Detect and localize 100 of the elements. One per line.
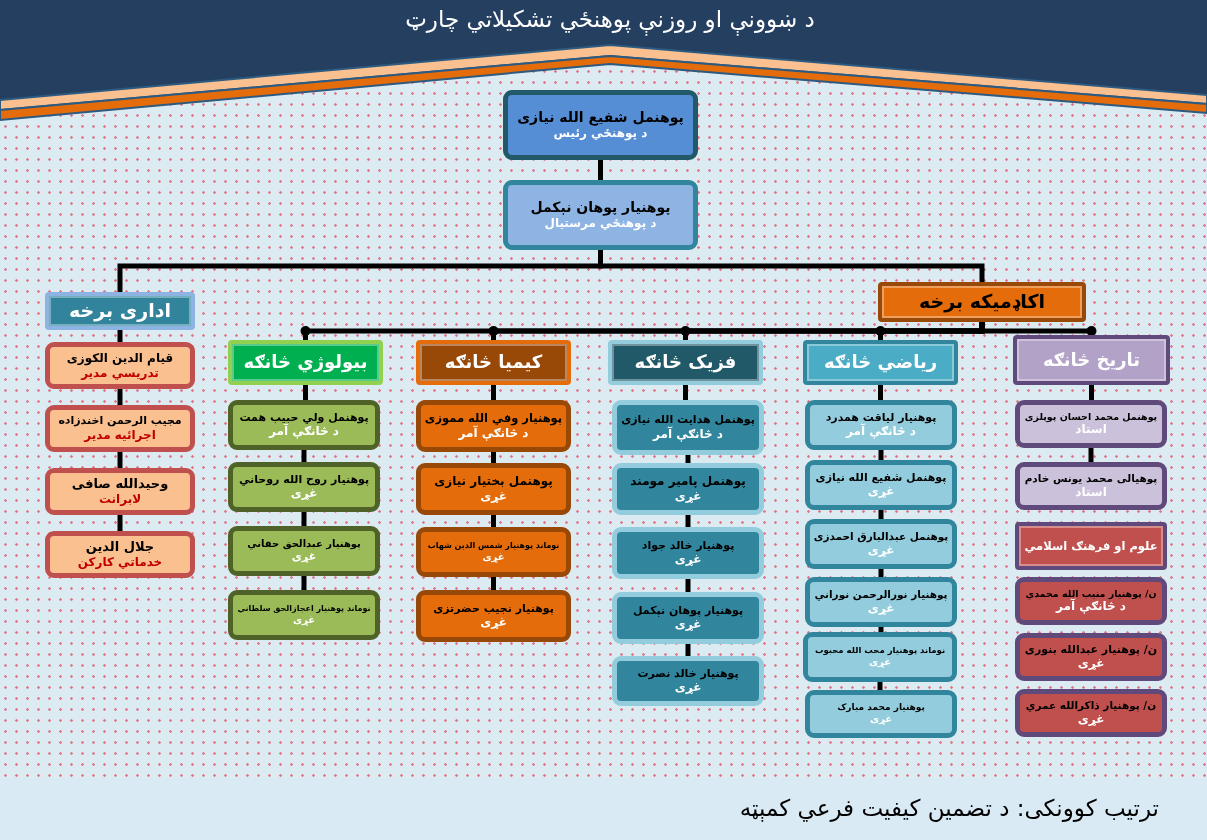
job-title: غړی: [479, 615, 508, 631]
connector-line: [878, 627, 884, 632]
staff-box: [45, 531, 195, 578]
person-name: ن/ پوهنیار ذاکرالله عمري: [1024, 698, 1158, 713]
connector-line: [1088, 448, 1094, 462]
person-name: پوهنیار عبدالحق حقاني: [246, 537, 362, 551]
staff-box: [803, 632, 957, 682]
staff-box: [1015, 689, 1167, 737]
connector-line: [117, 515, 123, 531]
connector-line: [598, 160, 603, 180]
connector-line: [491, 452, 496, 463]
department-header: [1015, 522, 1167, 570]
job-title: د څانګې آمر: [1055, 599, 1126, 615]
job-title: د څانګې آمر: [458, 425, 529, 441]
staff-box: [805, 460, 957, 510]
person-name: قیام الدین الکوزی: [65, 350, 175, 366]
person-name: پوهنیار وفي الله مموزی: [423, 411, 564, 426]
department-name: ریاضي څانګه: [822, 351, 939, 374]
job-title: د پوهنځي رئیس: [552, 126, 649, 142]
connector-line: [301, 576, 307, 590]
job-title: غړی: [479, 489, 508, 504]
connector-line: [878, 569, 884, 577]
staff-box: [416, 463, 571, 515]
job-title: غړی: [1076, 712, 1106, 728]
staff-box: [228, 462, 380, 512]
staff-box: [1015, 400, 1167, 448]
staff-box: [805, 577, 957, 627]
person-name: وحیدالله صافی: [70, 475, 170, 493]
department-name: علوم او فرهنګ اسلامي: [1023, 538, 1159, 554]
staff-box: [1015, 462, 1167, 510]
staff-box: [612, 656, 764, 706]
staff-box: [45, 342, 195, 389]
staff-box: [805, 400, 957, 450]
connector-line: [117, 389, 123, 405]
job-title: غړی: [1076, 656, 1106, 672]
person-name: نوماند پوهنیار شمس الدین شهاب: [426, 540, 561, 551]
person-name: پوهنیار خالد جواد: [640, 538, 736, 553]
department-header: [608, 340, 763, 385]
department-name: کیمیا څانګه: [443, 351, 544, 374]
job-title: غړی: [289, 486, 319, 502]
person-name: پوهنمل هدایت الله نیازی: [620, 413, 756, 427]
person-name: پوهنیار نجیب حضرتزی: [432, 601, 555, 616]
staff-box: [45, 405, 195, 452]
connector-line: [1089, 385, 1094, 400]
person-name: پوهیالی محمد یونس خادم: [1023, 471, 1159, 486]
job-title: غړی: [867, 656, 893, 669]
person-name: پوهنیار خالد نصرت: [636, 666, 740, 681]
person-name: جلال الدین: [84, 538, 156, 556]
job-title: لابرانت: [97, 492, 143, 508]
department-name: بیولوژي څانګه: [242, 351, 369, 374]
connector-line: [878, 385, 883, 400]
job-title: غړی: [673, 489, 703, 504]
staff-box: [228, 590, 380, 640]
person-name: پوهنیار محمد مبارک: [836, 702, 926, 714]
job-title: غړی: [481, 550, 506, 564]
staff-box: [612, 463, 764, 515]
job-title: غړی: [868, 713, 894, 726]
deputy-box: [503, 180, 698, 250]
department-name: فزیک څانګه: [633, 351, 738, 374]
person-name: نوماند پوهنیار اعجازالحق سلطاني: [236, 603, 372, 614]
staff-box: [1015, 633, 1167, 681]
staff-box: [228, 526, 380, 576]
person-name: پوهنمل عبدالبارق احمدزی: [812, 529, 950, 544]
person-name: مجیب الرحمن اخندزاده: [57, 414, 183, 428]
connector-line: [685, 579, 691, 592]
caption: ترتیب کوونکی: د تضمین کیفیت فرعي کمېټه: [739, 795, 1159, 821]
staff-box: [45, 468, 195, 515]
person-name: ن/ پوهنیار عبدالله بنوری: [1023, 642, 1159, 657]
person-name: پوهنمل شفیع الله نیازی: [516, 108, 685, 127]
job-title: غړی: [866, 601, 896, 617]
connector-line: [491, 515, 496, 527]
job-title: د څانګې آمر: [651, 426, 724, 442]
department-name: اکاډمیکه برخه: [918, 290, 1047, 314]
person-name: پوهنیار پوهان نېکمل: [631, 603, 745, 618]
department-name: اداری برخه: [68, 299, 172, 323]
connector-line: [117, 330, 123, 342]
person-name: پوهنمل ولي حبیب همت: [238, 410, 370, 424]
staff-box: [228, 400, 380, 450]
connector-line: [683, 385, 688, 400]
connector-line: [491, 577, 496, 590]
staff-box: [805, 519, 957, 569]
job-title: د پوهنځي مرستیال: [543, 216, 658, 232]
person-name: پوهنیار پوهان نېکمل: [529, 198, 672, 217]
person-name: پوهنمل بختیار نیازی: [433, 474, 554, 489]
job-title: د څانګې آمر: [267, 424, 339, 440]
person-name: پوهنمل محمد احسان پوپلزی: [1023, 410, 1159, 423]
job-title: اجرائیه مدیر: [82, 427, 157, 443]
staff-box: [1015, 577, 1167, 625]
person-name: نوماند پوهنیار محب الله محبوب: [813, 645, 947, 657]
job-title: غړی: [673, 617, 703, 633]
job-title: استاد: [1074, 422, 1108, 438]
department-header: [803, 340, 958, 385]
connector-line: [117, 452, 123, 468]
staff-box: [805, 690, 957, 738]
job-title: غړی: [673, 680, 703, 696]
person-name: پوهنیار روح الله روحاني: [237, 472, 371, 487]
connector-line: [303, 385, 308, 400]
connector-line: [685, 644, 691, 656]
section-header: [878, 282, 1086, 322]
person-name: پوهنمل شفیع الله نیازی: [814, 470, 948, 485]
